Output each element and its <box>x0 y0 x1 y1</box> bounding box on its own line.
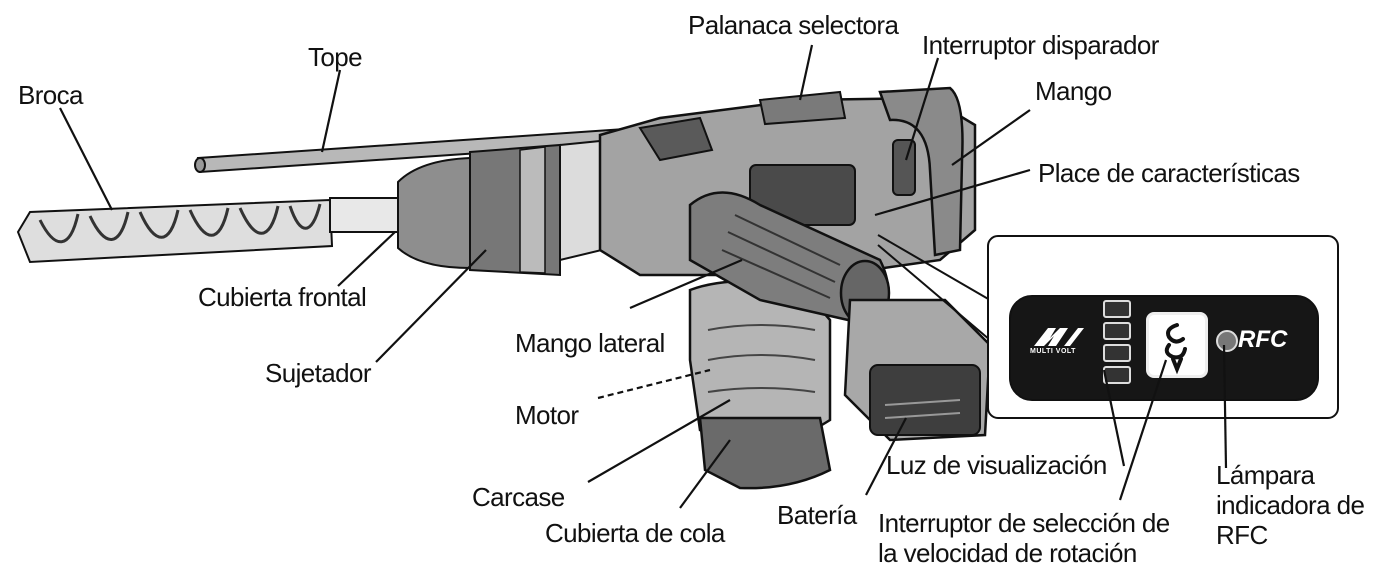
label-interruptor-velocidad: Interruptor de selección de la velocidad… <box>878 508 1208 568</box>
rfc-text: RFC <box>1238 326 1288 353</box>
display-light <box>1103 366 1131 384</box>
label-interruptor-velocidad-line1: Interruptor de selección de <box>878 508 1170 538</box>
label-broca: Broca <box>18 80 84 110</box>
label-mango: Mango <box>1035 76 1112 106</box>
label-interruptor-disparador: Interruptor disparador <box>922 30 1159 60</box>
label-sujetador: Sujetador <box>265 358 372 388</box>
label-carcasa: Carcase <box>472 482 565 512</box>
label-palanca-selectora: Palanaca selectora <box>688 10 899 40</box>
label-placa-caracteristicas: Place de características <box>1038 158 1300 188</box>
multivolt-brand-text: MULTI VOLT <box>1030 348 1076 355</box>
label-lampara-rfc: Lámpara indicadora de RFC <box>1216 460 1385 550</box>
display-lights <box>1103 300 1133 386</box>
rfc-lamp-icon <box>1216 330 1238 352</box>
label-lampara-line1: Lámpara <box>1216 460 1315 490</box>
motor-housing <box>688 279 832 490</box>
label-tope: Tope <box>308 42 363 72</box>
label-lampara-line3: RFC <box>1216 520 1268 550</box>
drill-bit <box>16 197 411 264</box>
label-lampara-line2: indicadora de <box>1216 490 1365 520</box>
label-cubierta-frontal: Cubierta frontal <box>198 282 367 312</box>
label-motor: Motor <box>515 400 579 430</box>
label-mango-lateral: Mango lateral <box>515 328 665 358</box>
rotation-speed-icon[interactable] <box>1146 312 1208 378</box>
label-interruptor-velocidad-line2: la velocidad de rotación <box>878 538 1137 568</box>
label-cubierta-cola: Cubierta de cola <box>545 518 725 548</box>
display-light <box>1103 344 1131 362</box>
label-bateria: Batería <box>777 500 857 530</box>
display-light <box>1103 300 1131 318</box>
chuck-assembly <box>397 138 611 277</box>
display-light <box>1103 322 1131 340</box>
label-luz-visualizacion: Luz de visualización <box>886 450 1107 480</box>
multivolt-logo-icon: MULTI VOLT <box>1030 320 1086 360</box>
